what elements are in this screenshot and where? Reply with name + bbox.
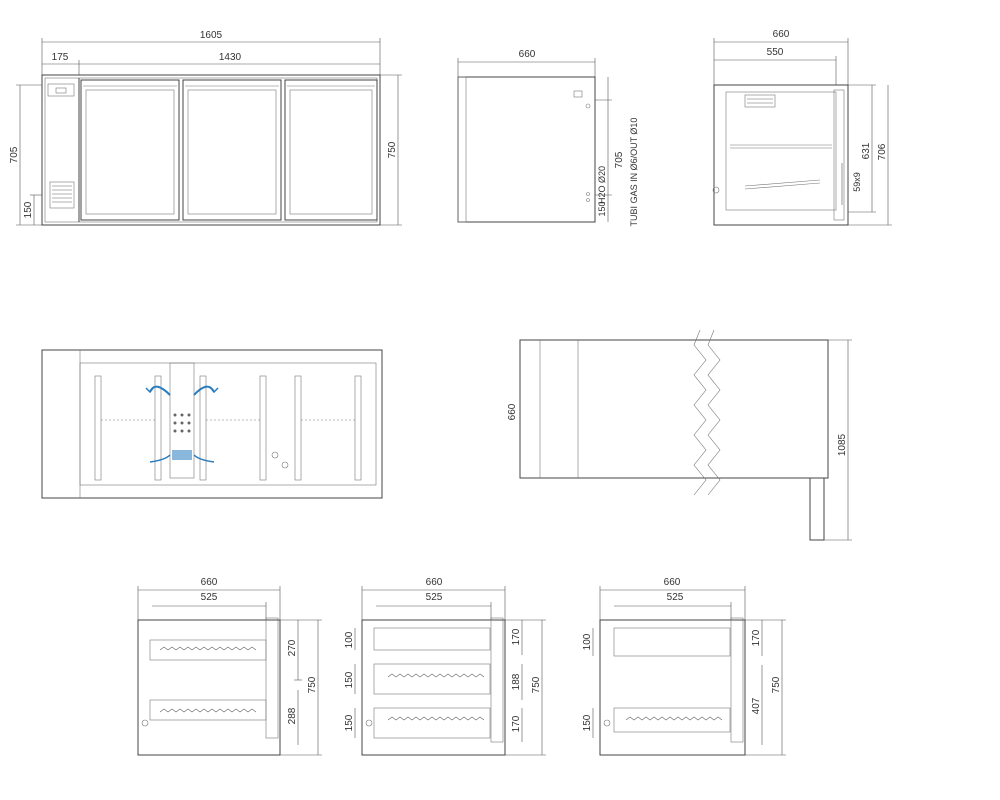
dim-open-height: 1085 — [837, 433, 848, 456]
dim-side-height: 705 — [614, 151, 625, 168]
front-outline — [41, 74, 381, 226]
dim-height-left: 705 — [9, 146, 20, 163]
connector — [573, 90, 583, 98]
dim-r1: 170 — [751, 629, 762, 646]
dim-height: 750 — [307, 676, 318, 693]
dim-inner-depth: 550 — [767, 47, 784, 58]
dim-inner: 525 — [426, 592, 443, 603]
top-view: 660 1085 — [507, 329, 852, 541]
dim-height: 750 — [531, 676, 542, 693]
dim-l2: 150 — [582, 714, 593, 731]
break-line — [693, 329, 707, 496]
side-outline — [457, 76, 596, 223]
label-h2o: H2O Ø20 — [597, 166, 607, 204]
dim-height: 750 — [771, 676, 782, 693]
plan-view — [41, 349, 383, 499]
label-gas-pipes: TUBI GAS IN Ø6/OUT Ø10 — [629, 118, 639, 227]
door-2 — [182, 79, 282, 221]
side-view: 660 H2O Ø20 150 705 TUBI GAS IN Ø6/OUT Ø… — [457, 49, 639, 227]
vent-grille — [49, 181, 75, 209]
drawer-view-2: 660 525 100 150 150 170 188 170 750 — [344, 577, 546, 756]
top-outline — [519, 339, 829, 479]
dim-notch: 59x9 — [852, 172, 862, 192]
dim-l2: 150 — [344, 671, 355, 688]
dim-height-right: 750 — [387, 141, 398, 158]
dim-r2: 407 — [751, 697, 762, 714]
section-view: 660 550 59x9 631 706 — [712, 29, 892, 226]
front-view: 1605 175 1430 — [9, 30, 402, 226]
fan-housing — [169, 362, 195, 479]
drawer-view-1: 660 525 270 288 750 — [137, 577, 322, 756]
dim-base-height: 150 — [23, 201, 34, 218]
drawer-view-3: 660 525 100 150 170 407 750 — [582, 577, 786, 756]
dim-doors-width: 1430 — [219, 52, 242, 63]
dim-r2: 188 — [511, 673, 522, 690]
section-outline — [713, 84, 849, 226]
drawer-bottom — [149, 699, 267, 721]
drawer-top — [613, 627, 731, 657]
door-3 — [284, 79, 378, 221]
dim-top-depth: 660 — [507, 403, 518, 420]
open-door — [809, 477, 825, 541]
evaporator — [744, 94, 776, 108]
drawer-3 — [373, 707, 491, 739]
drawer-1 — [373, 627, 491, 651]
door-1 — [80, 79, 180, 221]
curved-arrow-icon — [145, 385, 219, 463]
dim-outer: 660 — [201, 577, 218, 588]
plan-outline — [41, 349, 383, 499]
drawer-2 — [373, 663, 491, 695]
drawer-bottom — [613, 707, 731, 733]
dim-total-width: 1605 — [200, 30, 223, 41]
dim-l1: 100 — [344, 631, 355, 648]
dim-r3: 170 — [511, 715, 522, 732]
door-section — [833, 89, 845, 221]
dim-outer: 660 — [426, 577, 443, 588]
dim-side-base: 150 — [597, 201, 607, 216]
dim-631: 631 — [861, 142, 872, 159]
dim-left-width: 175 — [52, 52, 69, 63]
dim-r1: 170 — [511, 628, 522, 645]
dim-r2: 288 — [287, 707, 298, 724]
control-panel — [47, 83, 75, 97]
dim-l1: 100 — [582, 633, 593, 650]
dim-706: 706 — [877, 143, 888, 160]
dim-inner: 525 — [667, 592, 684, 603]
grid-holes — [173, 413, 191, 433]
dim-outer: 660 — [664, 577, 681, 588]
dim-r1: 270 — [287, 639, 298, 656]
dim-outer-depth: 660 — [773, 29, 790, 40]
dim-l3: 150 — [344, 714, 355, 731]
dim-side-depth: 660 — [519, 49, 536, 60]
dim-inner: 525 — [201, 592, 218, 603]
